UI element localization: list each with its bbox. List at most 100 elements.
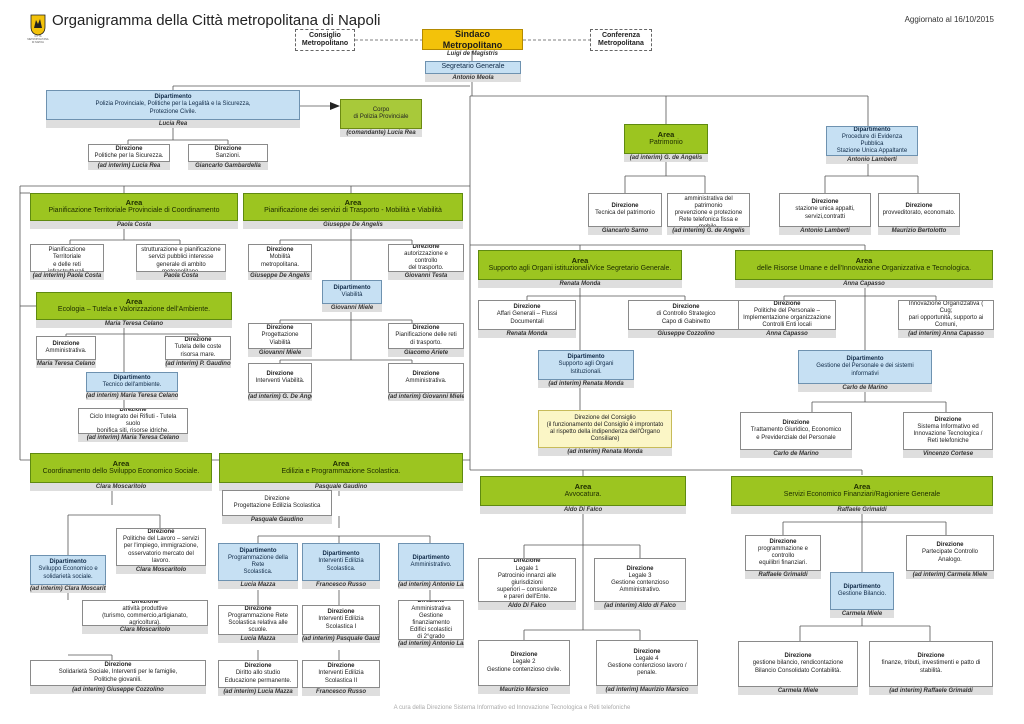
dir-amm-patr-line: Rete telefonica fissa e mobile. xyxy=(678,217,739,226)
dir-legale-2-title: Direzione xyxy=(510,652,538,659)
dip-gestione-bil-manager-name: Carmela Miele xyxy=(830,610,894,618)
dir-legale-3-line: Legale 3 xyxy=(628,572,652,579)
consiglio-metropolitano-box[interactable]: Consiglio Metropolitano xyxy=(295,29,355,51)
area-edilizia-line: Edilizia e Programmazione Scolastica. xyxy=(281,468,401,476)
dir-partecipate-line: Partecipate Controllo Analogo. xyxy=(921,549,979,563)
dir-sicurezza-manager-name: (ad interim) Lucia Rea xyxy=(88,162,170,170)
dir-affari-manager-name: Renata Monda xyxy=(478,330,576,338)
area-pianif-trasp-title: Area xyxy=(344,198,362,208)
dir-amm-gest-line: di 2°grado xyxy=(417,634,445,640)
dir-legale-4-line: Legale 4 xyxy=(635,655,659,662)
dir-prog-rete-line: Scolastica relativa alle scuole. xyxy=(228,620,288,634)
dir-innovazione-box[interactable]: DirezioneInnovazione Organizzativa ( Cug… xyxy=(898,300,994,330)
dir-amm-patr-line: amministrativa del patrimonio xyxy=(684,195,733,209)
corpo-line: Corpo xyxy=(372,106,390,113)
dir-amm-patr-box[interactable]: Direzioneamministrativa del patrimoniopr… xyxy=(667,193,750,227)
dip-viabilita-manager-name: Giovanni Miele xyxy=(322,304,382,312)
dir-sistema-inf-line: Reti telefoniche xyxy=(927,438,969,445)
segretario-box[interactable]: Segretario Generale xyxy=(425,61,521,74)
area-patrimonio-title: Area xyxy=(657,130,675,140)
dir-sicurezza-title: Direzione xyxy=(115,145,143,152)
dip-polizia-line: Polizia Provinciale, Politiche per la Le… xyxy=(95,101,251,108)
dir-consiglio-box[interactable]: Direzione del Consiglio(il funzionamento… xyxy=(538,410,672,448)
dir-lavoro-line: osservatorio mercato del lavoro. xyxy=(128,550,194,564)
dir-trattamento-line: e Previdenziale del Personale xyxy=(756,434,836,441)
dip-sviluppo-line: Sviluppo Economico e xyxy=(38,566,98,573)
conferenza-metropolitana-box[interactable]: Conferenza Metropolitana xyxy=(590,29,652,51)
area-risorse-manager-name: Anna Capasso xyxy=(735,280,993,288)
dir-solidarieta-title: Direzione xyxy=(104,662,132,669)
dir-mobilita-manager-name: Giuseppe De Angelis xyxy=(248,272,312,280)
dir-pianif-terr-title: Direzione xyxy=(53,245,80,247)
area-avvocatura-line: Avvocatura. xyxy=(564,491,602,499)
corpo-manager-name: (comandante) Lucia Rea xyxy=(340,129,422,137)
dir-legale-2-line: Legale 2 xyxy=(512,659,536,666)
segretario-title: Segretario Generale xyxy=(441,63,505,71)
dir-strutturazione-box[interactable]: Direzionestrutturazione e pianificazione… xyxy=(136,244,226,272)
dir-prog-viab-title: Direzione xyxy=(266,325,294,332)
dir-controllo-manager-name: Giuseppe Cozzolino xyxy=(628,330,744,338)
sindaco-box[interactable]: Sindaco Metropolitano xyxy=(422,29,523,50)
dir-legale-4-title: Direzione xyxy=(633,648,661,655)
